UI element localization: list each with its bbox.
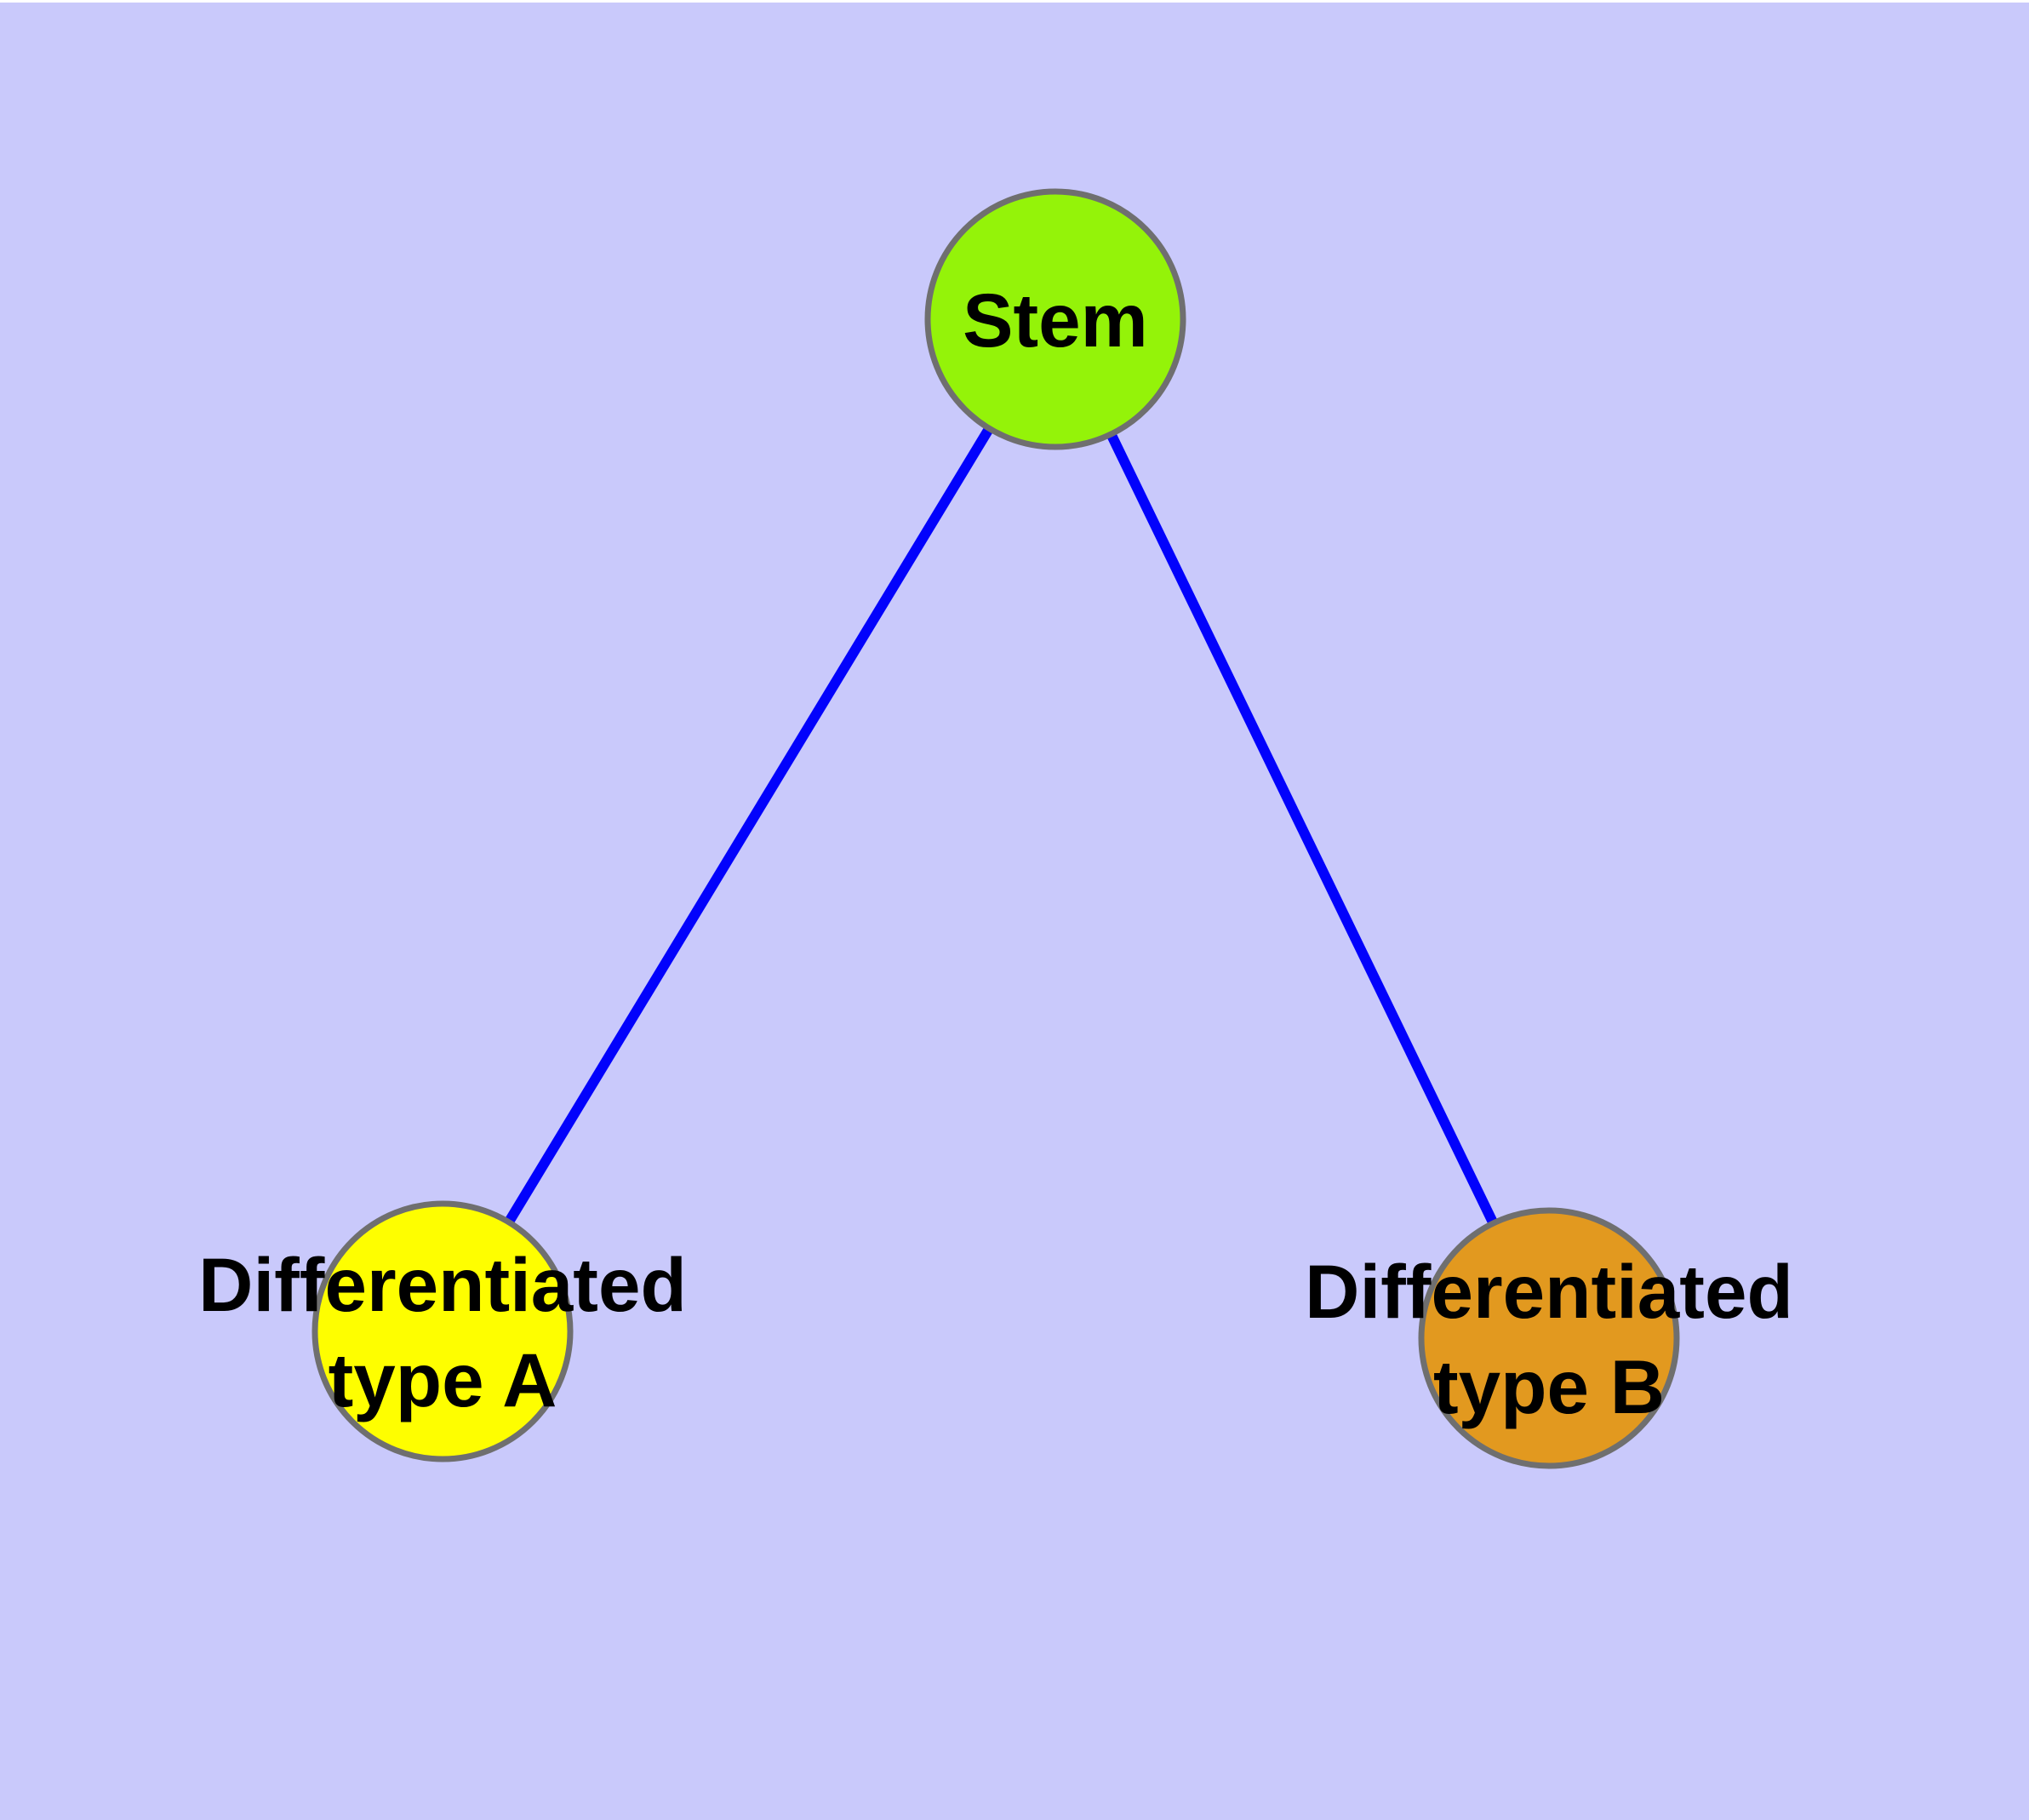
node-diff-b-label-line: Differentiated: [1305, 1249, 1793, 1334]
node-diff-b-circle: [1418, 1207, 1680, 1469]
edge-stem-diff-a: [437, 316, 1060, 1335]
canvas-top-border: [0, 0, 2029, 3]
node-diff-b-label-line: type B: [1433, 1344, 1665, 1429]
node-stem-circle: [924, 188, 1186, 450]
node-diff-b-label: Differentiated type B: [1305, 1249, 1793, 1429]
node-stem-label-line: Stem: [963, 278, 1148, 363]
edge-stem-diff-b: [1050, 317, 1554, 1341]
node-stem-label: Stem: [963, 278, 1148, 363]
node-diff-a-label: Differentiated type A: [198, 1242, 687, 1422]
node-diff-a-circle: [311, 1200, 574, 1462]
node-diff-a-label-line: Differentiated: [198, 1242, 687, 1327]
node-diff-a-label-line: type A: [329, 1337, 557, 1422]
